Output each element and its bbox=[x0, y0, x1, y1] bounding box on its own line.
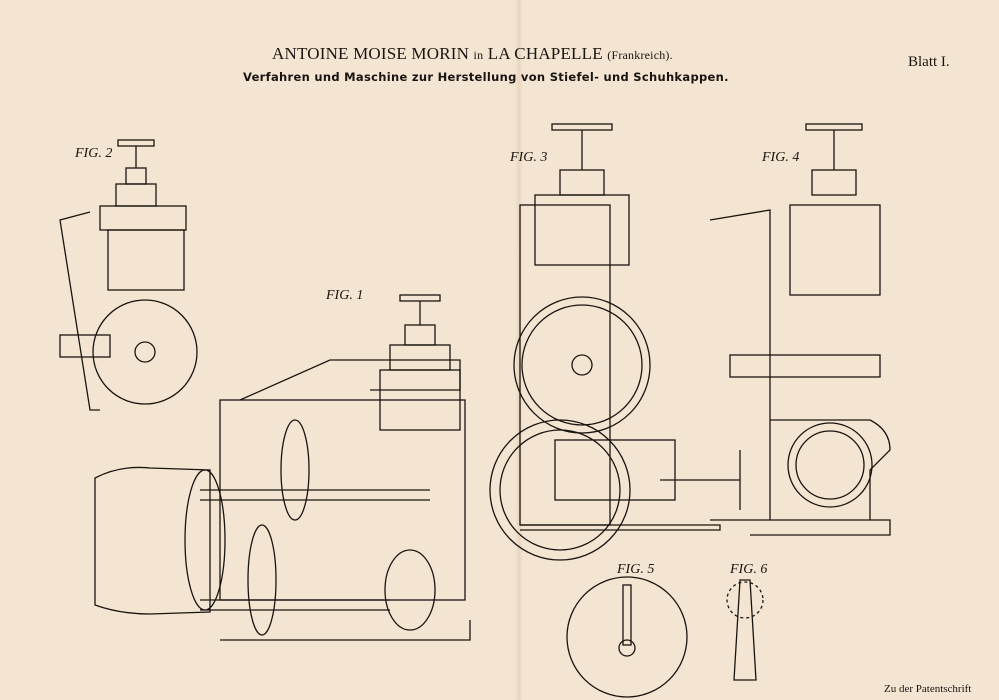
inventor-title: ANTOINE MOISE MORIN in LA CHAPELLE (Fran… bbox=[272, 44, 673, 64]
fig-2-label: FIG. 2 bbox=[75, 146, 113, 161]
country-name: (Frankreich). bbox=[607, 48, 673, 62]
footer-note: Zu der Patentschrift bbox=[884, 683, 972, 695]
fig-1-label: FIG. 1 bbox=[326, 288, 364, 303]
fig-3-label: FIG. 3 bbox=[510, 150, 548, 165]
fig-5-6-drawing bbox=[566, 576, 764, 698]
fig-1-drawing bbox=[94, 294, 471, 641]
fig-4-drawing bbox=[709, 123, 891, 536]
fig-4-label: FIG. 4 bbox=[762, 150, 800, 165]
place-name: LA CHAPELLE bbox=[487, 44, 603, 63]
fig-2-drawing bbox=[59, 139, 198, 411]
page-fold bbox=[515, 0, 523, 700]
sheet-number: Blatt I. bbox=[908, 54, 950, 70]
in-word: in bbox=[473, 48, 484, 62]
patent-subtitle: Verfahren und Maschine zur Herstellung v… bbox=[243, 70, 729, 84]
inventor-name: ANTOINE MOISE MORIN bbox=[272, 44, 470, 63]
fig-3-drawing bbox=[489, 123, 741, 561]
fig-5-label: FIG. 5 bbox=[617, 562, 655, 577]
fig-6-label: FIG. 6 bbox=[730, 562, 768, 577]
